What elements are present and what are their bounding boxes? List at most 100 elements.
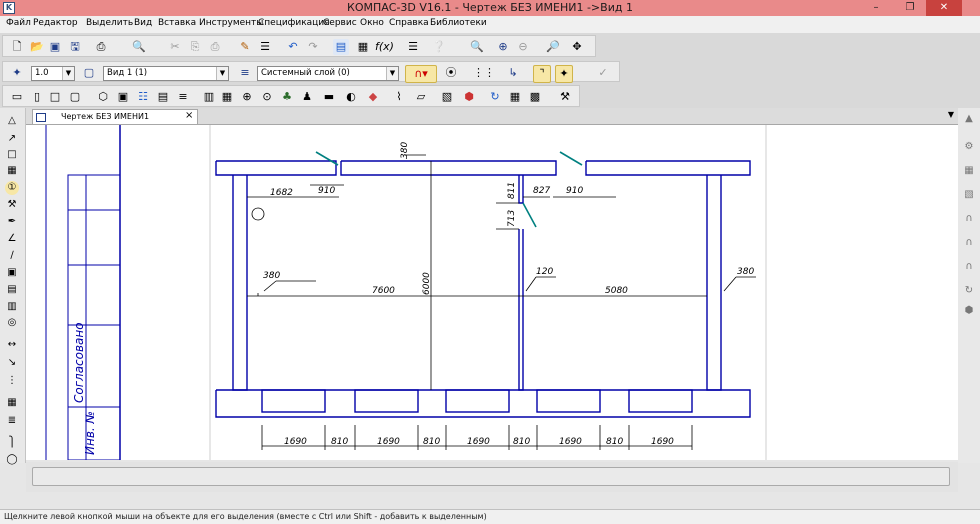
menu-insert[interactable]: Вставка [158, 18, 197, 28]
measure-icon[interactable]: ▣ [117, 90, 129, 103]
3d-gear-icon[interactable]: ⚙ [964, 141, 974, 152]
tab-drawing[interactable]: Чертеж БЕЗ ИМЕНИ1 × [32, 109, 198, 124]
variables-icon[interactable]: ▦ [357, 40, 369, 53]
paste-icon[interactable]: ⎙ [210, 40, 220, 53]
save-icon[interactable]: 🖫 [70, 40, 80, 53]
function-icon[interactable]: f(x) [375, 40, 394, 53]
doc-panel-icon[interactable]: ▤ [7, 284, 17, 295]
surface-icon[interactable]: ▱ [416, 90, 426, 103]
tree-icon[interactable]: ♣ [282, 90, 292, 103]
text-panel-icon[interactable]: □ [7, 149, 17, 160]
person-icon[interactable]: ♟ [302, 90, 312, 103]
insert-icon[interactable]: ▦ [221, 90, 233, 103]
cut-icon[interactable]: ✂ [170, 40, 180, 53]
view-panel-icon[interactable]: ▣ [7, 267, 17, 278]
zoom-window-icon[interactable]: 🔍 [470, 40, 484, 53]
menu-window[interactable]: Окно [360, 18, 384, 28]
new-document-icon[interactable]: 🗋 [12, 40, 22, 53]
menu-service[interactable]: Сервис [323, 18, 357, 28]
menu-libraries[interactable]: Библиотеки [430, 18, 487, 28]
select-icon[interactable]: ☷ [138, 90, 148, 103]
geometry-panel-icon[interactable]: △ [8, 115, 16, 126]
dimension-panel-icon[interactable]: ↗ [7, 133, 17, 144]
menu-edit[interactable]: Редактор [33, 18, 78, 28]
round-icon[interactable]: ⌝ [533, 65, 551, 83]
open-folder-icon[interactable]: 📂 [30, 40, 44, 53]
refresh-icon[interactable]: ↻ [490, 90, 500, 103]
tab-list-icon[interactable]: ▼ [947, 110, 954, 119]
spec-panel-icon[interactable]: ≣ [7, 415, 17, 426]
view-select[interactable]: Вид 1 (1) ▼ [103, 66, 229, 81]
layer-select[interactable]: Системный слой (0) ▼ [257, 66, 399, 81]
undo-icon[interactable]: ↶ [288, 40, 298, 53]
snap-grid-icon[interactable]: ✦ [12, 66, 22, 79]
snap-magnet-icon[interactable]: ∩▾ [405, 65, 437, 83]
drawing-canvas[interactable]: Согласовано Инв. № [26, 125, 958, 460]
orthogonal-icon[interactable]: ↳ [508, 66, 518, 79]
library-panel-icon[interactable]: ◎ [7, 317, 17, 328]
dimension-line-icon[interactable]: ↔ [7, 339, 17, 350]
scale-select[interactable]: 1.0 ▼ [31, 66, 75, 81]
magnet2-right-icon[interactable]: ∩ [965, 237, 973, 248]
menu-help[interactable]: Справка [389, 18, 429, 28]
spec-icon[interactable]: ≡ [178, 90, 188, 103]
hammer-panel-icon[interactable]: ⚒ [7, 199, 17, 210]
grid-table-icon[interactable]: ▩ [529, 90, 541, 103]
reports-icon[interactable]: ▥ [203, 90, 215, 103]
redo-icon[interactable]: ↷ [308, 40, 318, 53]
menu-spec[interactable]: Спецификация [258, 18, 330, 28]
report-panel-icon[interactable]: ▥ [7, 301, 17, 312]
angle-panel-icon[interactable]: ∠ [7, 233, 17, 244]
format-painter-icon[interactable]: ✎ [240, 40, 250, 53]
kompas-app-icon[interactable]: K [3, 2, 15, 14]
calculator-icon[interactable]: ☰ [408, 40, 418, 53]
apply-icon[interactable]: ✓ [598, 66, 608, 79]
properties-icon[interactable]: ☰ [260, 40, 270, 53]
associative-views-icon[interactable]: ▤ [157, 90, 169, 103]
cube-right-icon[interactable]: ▧ [964, 189, 974, 200]
car-icon[interactable]: ▬ [323, 90, 335, 103]
view-icon[interactable]: ▢ [83, 66, 95, 79]
layer-icon[interactable]: ≡ [240, 66, 250, 79]
minimize-button[interactable]: – [873, 2, 879, 13]
geometry-icon[interactable]: ▭ [11, 90, 23, 103]
pen-panel-icon[interactable]: ✒ [7, 216, 17, 227]
magnet3-right-icon[interactable]: ∩ [965, 261, 973, 272]
cube-icon[interactable]: ▧ [441, 90, 453, 103]
parametrization-icon[interactable]: ⬡ [98, 90, 108, 103]
help-pointer-icon[interactable]: ❔ [432, 40, 446, 53]
copy-icon[interactable]: ⎘ [190, 40, 200, 53]
maximize-button[interactable]: ❐ [905, 2, 915, 13]
menu-view[interactable]: Вид [134, 18, 153, 28]
ruler-icon[interactable]: ⌇ [396, 90, 402, 103]
edit-panel-icon[interactable]: ▦ [7, 165, 17, 176]
zoom-out-icon[interactable]: ⊖ [518, 40, 528, 53]
scroll-up-icon[interactable]: ▲ [965, 113, 973, 124]
model-right-icon[interactable]: ⬢ [964, 305, 974, 316]
eraser-icon[interactable]: ◆ [368, 90, 378, 103]
grid-icon[interactable]: ⋮⋮ [473, 66, 495, 79]
refresh-right-icon[interactable]: ↻ [964, 285, 974, 296]
local-cs-icon[interactable]: ⦿ [445, 66, 457, 79]
leader-icon[interactable]: ↘ [7, 357, 17, 368]
print-icon[interactable]: ⎙ [96, 40, 106, 53]
dimensions-icon[interactable]: ▯ [33, 90, 41, 103]
tab-close-icon[interactable]: × [185, 110, 194, 121]
tools-icon[interactable]: ⚒ [560, 90, 570, 103]
menu-file[interactable]: Файл [6, 18, 31, 28]
menu-select[interactable]: Выделить [86, 18, 134, 28]
zoom-in-icon[interactable]: ⊕ [498, 40, 508, 53]
property-bar[interactable] [32, 467, 950, 486]
table-icon[interactable]: ▦ [509, 90, 521, 103]
magnet-right-icon[interactable]: ∩ [965, 213, 973, 224]
stamp-icon[interactable]: ⊙ [262, 90, 272, 103]
model-icon[interactable]: ⬢ [464, 90, 474, 103]
show-all-icon[interactable]: 🔎 [546, 40, 560, 53]
line-panel-icon[interactable]: ∕ [10, 250, 14, 261]
layers-color-icon[interactable]: ▦ [964, 165, 974, 176]
shapes-icon[interactable]: ◐ [346, 90, 356, 103]
preview-icon[interactable]: 🔍 [132, 40, 146, 53]
designations-icon[interactable]: □ [49, 90, 61, 103]
manager-icon[interactable]: ▤ [333, 39, 349, 55]
grid-panel-icon[interactable]: ⋮ [7, 375, 17, 386]
